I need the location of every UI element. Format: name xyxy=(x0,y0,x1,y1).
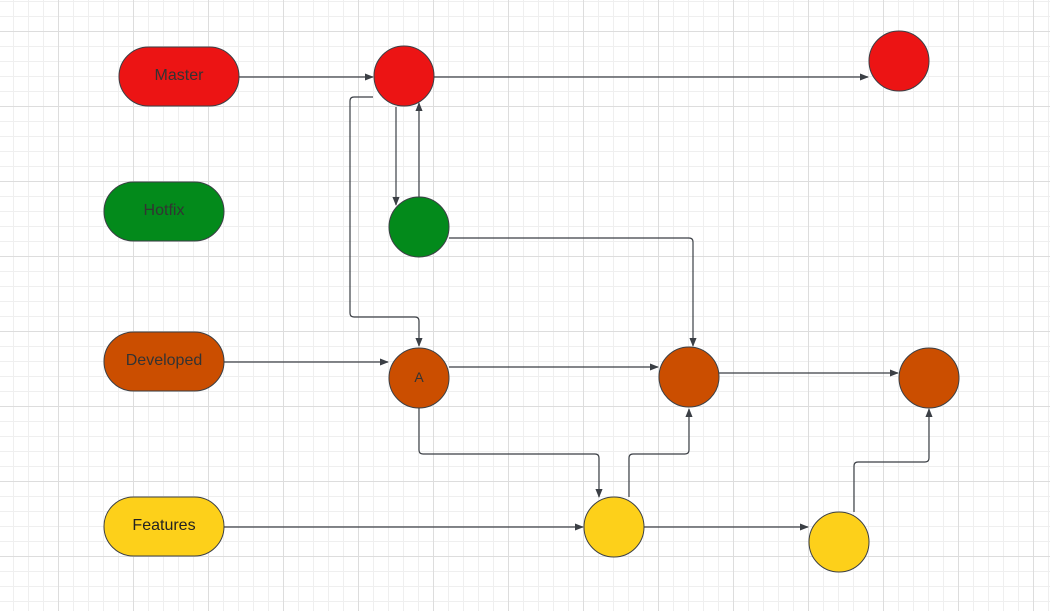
lane-label-master: Master xyxy=(155,67,205,84)
node-master-2[interactable] xyxy=(868,30,930,92)
node-features-1[interactable] xyxy=(583,496,645,558)
edge-master-1-to-developed-a xyxy=(349,96,423,347)
edge-features-1-to-developed-2 xyxy=(628,408,693,497)
node-developed-a xyxy=(388,347,450,409)
lane-hotfix[interactable]: Hotfix xyxy=(103,181,225,242)
node-developed-a-label: A xyxy=(414,369,424,385)
lane-label-hotfix: Hotfix xyxy=(144,202,185,219)
edge-features-2-to-developed-3 xyxy=(853,408,933,512)
lane-label-developed: Developed xyxy=(126,352,203,369)
commit-nodes: A xyxy=(373,30,960,573)
lane-pill-developed xyxy=(103,331,225,392)
edge-hotfix-1-to-developed-2 xyxy=(449,237,697,347)
lane-features[interactable]: Features xyxy=(103,496,225,557)
lane-labels: Master Hotfix Developed Features xyxy=(103,46,240,557)
lane-label-features: Features xyxy=(132,517,195,534)
node-hotfix-1[interactable] xyxy=(388,196,450,258)
node-developed-a-group[interactable]: A xyxy=(388,347,450,409)
edges xyxy=(224,73,933,531)
node-developed-3[interactable] xyxy=(898,347,960,409)
lane-developed[interactable]: Developed xyxy=(103,331,225,392)
lane-pill-hotfix xyxy=(103,181,225,242)
node-master-1[interactable] xyxy=(373,45,435,107)
lane-pill-master xyxy=(118,46,240,107)
lane-pill-features xyxy=(103,496,225,557)
node-developed-2[interactable] xyxy=(658,346,720,408)
node-features-2[interactable] xyxy=(808,511,870,573)
edge-developed-a-to-features-1 xyxy=(418,408,603,498)
lane-master[interactable]: Master xyxy=(118,46,240,107)
